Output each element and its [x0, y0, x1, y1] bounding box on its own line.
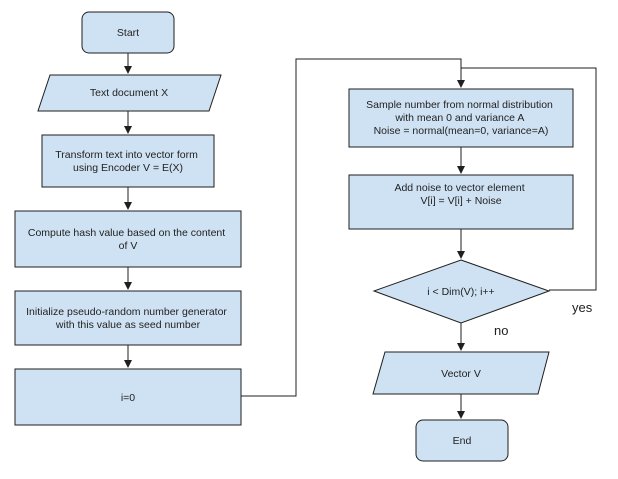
- node-hash: Compute hash value based on the content …: [14, 210, 242, 268]
- node-end: End: [415, 419, 509, 462]
- node-start-label: Start: [117, 27, 139, 39]
- node-init-i: i=0: [14, 368, 242, 426]
- edge-decision-yes-loop: [461, 67, 597, 291]
- node-init-prng-label: Initialize pseudo-random number generato…: [26, 306, 230, 331]
- node-start: Start: [81, 11, 175, 54]
- node-decision-label: i < Dim(V); i++: [427, 286, 494, 298]
- node-transform: Transform text into vector form using En…: [41, 134, 215, 188]
- node-sample-label: Sample number from normal distribution w…: [366, 99, 556, 137]
- edge-label-yes: yes: [572, 300, 593, 315]
- node-input-doc: Text document X: [37, 74, 222, 112]
- node-output-vec: Vector V: [372, 351, 550, 395]
- edge-label-no: no: [494, 323, 508, 338]
- node-add-noise: Add noise to vector element V[i] = V[i] …: [348, 174, 574, 230]
- node-decision: i < Dim(V); i++: [372, 259, 551, 324]
- node-output-vec-label: Vector V: [441, 368, 481, 380]
- node-add-noise-label: Add noise to vector element V[i] = V[i] …: [394, 182, 527, 207]
- node-init-prng: Initialize pseudo-random number generato…: [14, 290, 242, 346]
- node-input-doc-label: Text document X: [90, 87, 168, 99]
- edges: [124, 53, 597, 419]
- node-transform-label: Transform text into vector form using En…: [55, 149, 201, 174]
- node-end-label: End: [453, 435, 472, 447]
- node-sample: Sample number from normal distribution w…: [348, 88, 574, 148]
- node-hash-label: Compute hash value based on the content …: [28, 227, 228, 252]
- node-init-i-label: i=0: [121, 392, 135, 404]
